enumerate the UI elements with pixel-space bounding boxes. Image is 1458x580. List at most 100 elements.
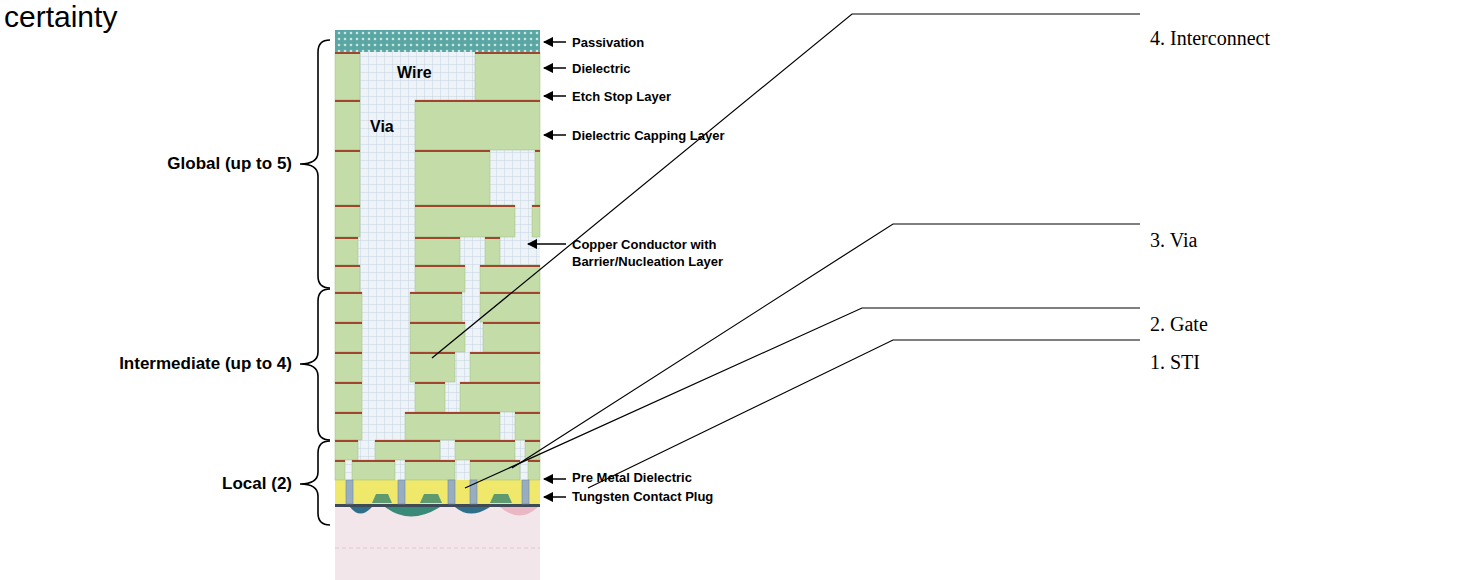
etch-stop-layer — [335, 460, 345, 462]
etch-stop-layer — [352, 460, 395, 462]
dielectric-block — [485, 237, 500, 265]
tungsten-plug — [448, 480, 455, 504]
etch-stop-layer — [455, 440, 515, 442]
well-region — [500, 507, 538, 516]
etch-stop-layer — [415, 100, 540, 102]
etch-stop-layer — [410, 322, 465, 324]
pre-metal-dielectric — [335, 480, 540, 504]
etch-stop-layer — [470, 460, 520, 462]
level-label: Global (up to 5) — [40, 154, 292, 174]
pointer-arrow — [544, 496, 566, 498]
etch-stop-layer — [335, 205, 360, 207]
pointer-arrow — [544, 41, 566, 43]
layer-label: Dielectric — [572, 60, 631, 77]
etch-stop-layer — [375, 440, 440, 442]
dielectric-block — [352, 460, 395, 480]
region-label: Via — [370, 118, 394, 136]
level-brace — [300, 289, 330, 440]
dielectric-block — [405, 460, 455, 480]
art-detail — [335, 52, 540, 504]
tungsten-plug — [522, 480, 529, 504]
etch-stop-layer — [410, 292, 462, 294]
etch-stop-layer — [532, 205, 540, 207]
etch-stop-layer — [335, 265, 360, 267]
etch-stop-layer — [415, 382, 445, 384]
sti-region — [350, 507, 372, 514]
leader-line — [465, 308, 1140, 488]
callout-number: 1. STI — [1150, 350, 1200, 374]
dielectric-block — [335, 460, 345, 480]
level-label: Intermediate (up to 4) — [40, 354, 292, 374]
region-label: Wire — [397, 64, 432, 82]
dielectric-block — [455, 440, 515, 460]
dielectric-block — [415, 150, 490, 205]
pointer-arrow — [544, 478, 566, 480]
dielectric-block — [480, 292, 540, 322]
dielectric-block — [335, 237, 358, 265]
etch-stop-layer — [525, 440, 540, 442]
etch-stop-layer — [475, 52, 540, 54]
gate-stack — [372, 494, 392, 503]
dielectric-block — [470, 352, 540, 382]
dielectric-block — [335, 265, 360, 292]
etch-stop-layer — [335, 382, 362, 384]
etch-stop-layer — [335, 322, 362, 324]
level-brace — [300, 40, 330, 288]
copper-conductor — [335, 52, 540, 480]
dielectric-block — [460, 382, 540, 412]
dielectric-block — [375, 440, 440, 460]
dielectric-block — [415, 100, 540, 150]
etch-stop-layer — [335, 52, 360, 54]
etch-stop-layer — [483, 322, 540, 324]
dielectric-block — [415, 265, 465, 292]
etch-stop-layer — [528, 460, 540, 462]
art-detail — [300, 40, 330, 525]
etch-stop-layer — [535, 150, 540, 152]
level-label: Local (2) — [40, 474, 292, 494]
dielectric-block — [532, 205, 540, 237]
etch-stop-layer — [405, 460, 455, 462]
layer-label: Pre Metal Dielectric — [572, 469, 692, 486]
dielectric-block — [335, 412, 362, 440]
etch-stop-layer — [335, 352, 362, 354]
dielectric-block — [335, 150, 360, 205]
level-brace — [300, 441, 330, 525]
dielectric-block — [335, 382, 362, 412]
etch-stop-layer — [415, 237, 460, 239]
well-region — [385, 507, 440, 517]
pointer-arrow — [528, 243, 566, 245]
callout-number: 3. Via — [1150, 228, 1197, 252]
etch-stop-layer — [515, 412, 540, 414]
slide-title: certainty — [4, 0, 117, 34]
layer-label: Passivation — [572, 34, 644, 51]
pointer-arrow — [544, 67, 566, 69]
dielectric-block — [480, 265, 540, 292]
etch-stop-layer — [410, 352, 455, 354]
layer-label: Etch Stop Layer — [572, 88, 671, 105]
sti-region — [455, 507, 490, 514]
callout-number: 4. Interconnect — [1150, 26, 1270, 50]
etch-stop-layer — [415, 205, 515, 207]
etch-stop-layer — [335, 440, 358, 442]
layer-label: Dielectric Capping Layer — [572, 127, 724, 144]
leader-line — [432, 14, 1140, 358]
dielectric-block — [483, 322, 540, 352]
art-detail — [432, 14, 1140, 488]
dielectric-block — [528, 460, 540, 480]
etch-stop-layer — [480, 265, 540, 267]
gate-stack — [420, 494, 442, 503]
dielectric-block — [335, 292, 362, 322]
etch-stop-layer — [405, 412, 500, 414]
art-detail — [528, 42, 566, 497]
callout-number: 2. Gate — [1150, 312, 1208, 336]
substrate-line — [335, 548, 540, 549]
dielectric-block — [335, 205, 360, 237]
dielectric-block — [535, 150, 540, 205]
dielectric-block — [405, 412, 500, 440]
etch-stop-layer — [460, 382, 540, 384]
dielectric-block — [335, 440, 358, 460]
pointer-arrow — [544, 95, 566, 97]
dielectric-block — [470, 460, 520, 480]
